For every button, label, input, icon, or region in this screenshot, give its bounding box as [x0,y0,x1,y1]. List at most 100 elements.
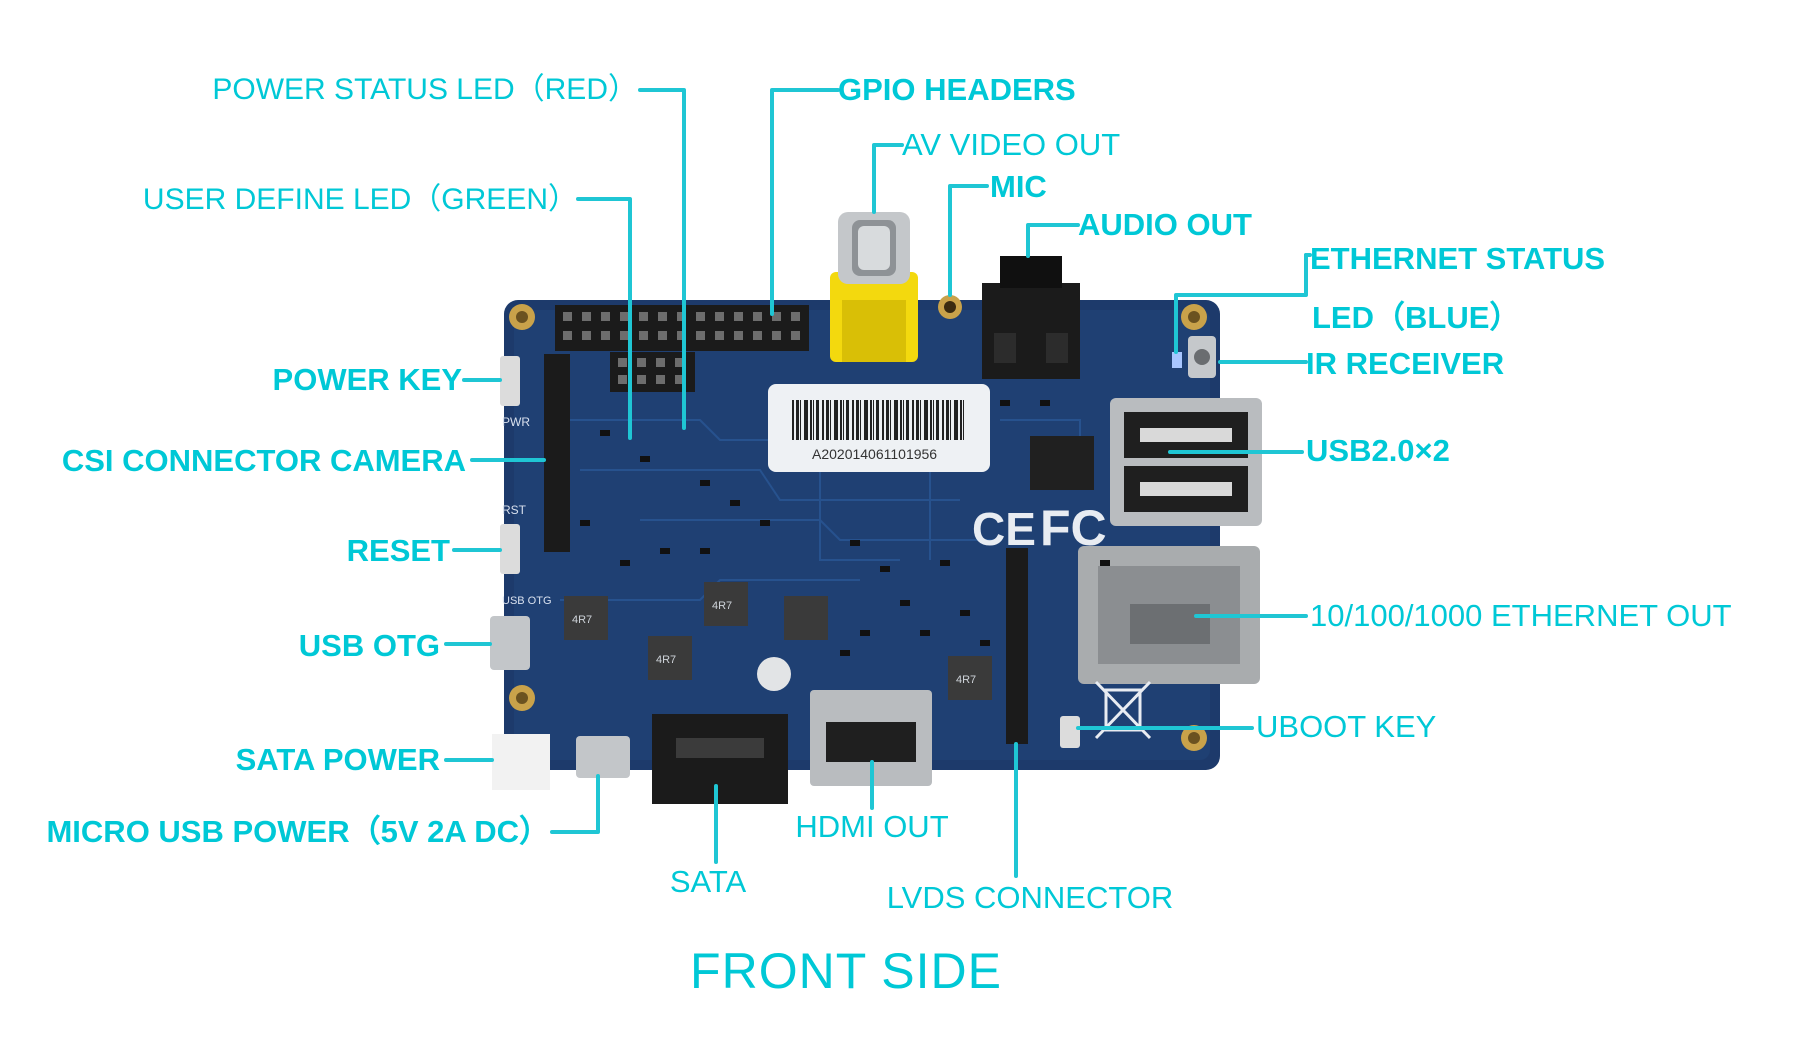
header-pin [637,375,646,384]
usb-otg-port [490,616,530,670]
smd-component [840,650,850,656]
sata-power-part [492,734,550,790]
barcode-bar [946,400,949,440]
smd-component [660,548,670,554]
smd-component [880,566,890,572]
silk-4r7-c: 4R7 [656,654,676,666]
header-pin [675,375,684,384]
gpio-pin [677,312,686,321]
smd-component [730,500,740,506]
barcode-bar [873,400,874,440]
gpio-pin [734,312,743,321]
barcode-bar [852,400,854,440]
soc-chip [1030,436,1094,490]
header-pin [637,358,646,367]
hdmi-port [810,690,932,786]
gpio-pin [582,312,591,321]
gpio-pin [658,331,667,340]
gpio-pin [601,331,610,340]
av-video-jack [830,212,918,362]
label-av-video-out: AV VIDEO OUT [902,127,1121,162]
barcode-bar [942,400,944,440]
smd-component [620,560,630,566]
smd-component [960,610,970,616]
label-csi-connector-camera: CSI CONNECTOR CAMERA [61,443,466,478]
gpio-pin [582,331,591,340]
silk-pwr: PWR [502,415,530,429]
label-micro-usb-power: MICRO USB POWER（5V 2A DC） [46,814,550,849]
barcode-bar [920,400,921,440]
barcode-bar [826,400,829,440]
barcode-bar [846,400,849,440]
barcode-bar [810,400,812,440]
barcode-sticker: A202014061101956 [768,384,990,472]
micro-usb-port [576,736,630,778]
gpio-pin [563,331,572,340]
barcode-bar [876,400,879,440]
header-pin [618,375,627,384]
barcode-bar [900,400,902,440]
gpio-pin [639,331,648,340]
barcode-bar [792,400,794,440]
barcode-bar [870,400,872,440]
barcode-bar [933,400,934,440]
gpio-pin [696,331,705,340]
barcode-bar [954,400,958,440]
smd-component [760,520,770,526]
smd-component [580,520,590,526]
sticker-code: A202014061101956 [812,446,937,462]
label-usb20x2: USB2.0×2 [1306,433,1450,468]
barcode-bar [804,400,808,440]
gpio-pin [772,312,781,321]
barcode-bar [830,400,831,440]
barcode-bar [816,400,819,440]
barcode-bar [882,400,884,440]
silk-4r7-d: 4R7 [956,674,976,686]
barcode-bar [936,400,939,440]
power-key-part [500,356,520,406]
sata-port [652,714,788,804]
barcode-bar [930,400,932,440]
smd-component [1040,400,1050,406]
gpio-pin [734,331,743,340]
barcode-bar [796,400,799,440]
label-ir-receiver: IR RECEIVER [1306,346,1505,381]
header-pin [675,358,684,367]
barcode-bar [924,400,928,440]
capacitor [757,657,791,691]
header-pin [656,358,665,367]
gpio-pin [677,331,686,340]
barcode-bar [864,400,868,440]
gpio-pin [696,312,705,321]
barcode-bar [903,400,904,440]
smd-component [980,640,990,646]
smd-component [850,540,860,546]
ce-mark: CE [972,503,1036,555]
barcode-bar [800,400,801,440]
smd-component [640,456,650,462]
label-ethernet-status: ETHERNET STATUS [1310,241,1606,276]
barcode-bar [822,400,824,440]
barcode-bar [813,400,814,440]
label-audio-out: AUDIO OUT [1078,207,1252,242]
usb-dual-port [1110,398,1262,526]
label-usb-otg: USB OTG [298,628,440,663]
gpio-pin [772,331,781,340]
barcode-bar [890,400,891,440]
barcode-bar [886,400,889,440]
gpio-pin [791,312,800,321]
reset-key-part [500,524,520,574]
smd-component [920,630,930,636]
header-pin [618,358,627,367]
smd-component [860,630,870,636]
lvds-connector-part [1006,548,1028,744]
smd-component [700,480,710,486]
silk-4r7-b: 4R7 [712,600,732,612]
gpio-pin [620,331,629,340]
label-mic: MIC [990,169,1047,204]
barcode-bar [906,400,909,440]
header-pin [656,375,665,384]
silk-usb-otg: USB OTG [502,595,552,607]
smd-component [700,548,710,554]
label-ethernet-out: 10/100/1000 ETHERNET OUT [1310,598,1732,633]
